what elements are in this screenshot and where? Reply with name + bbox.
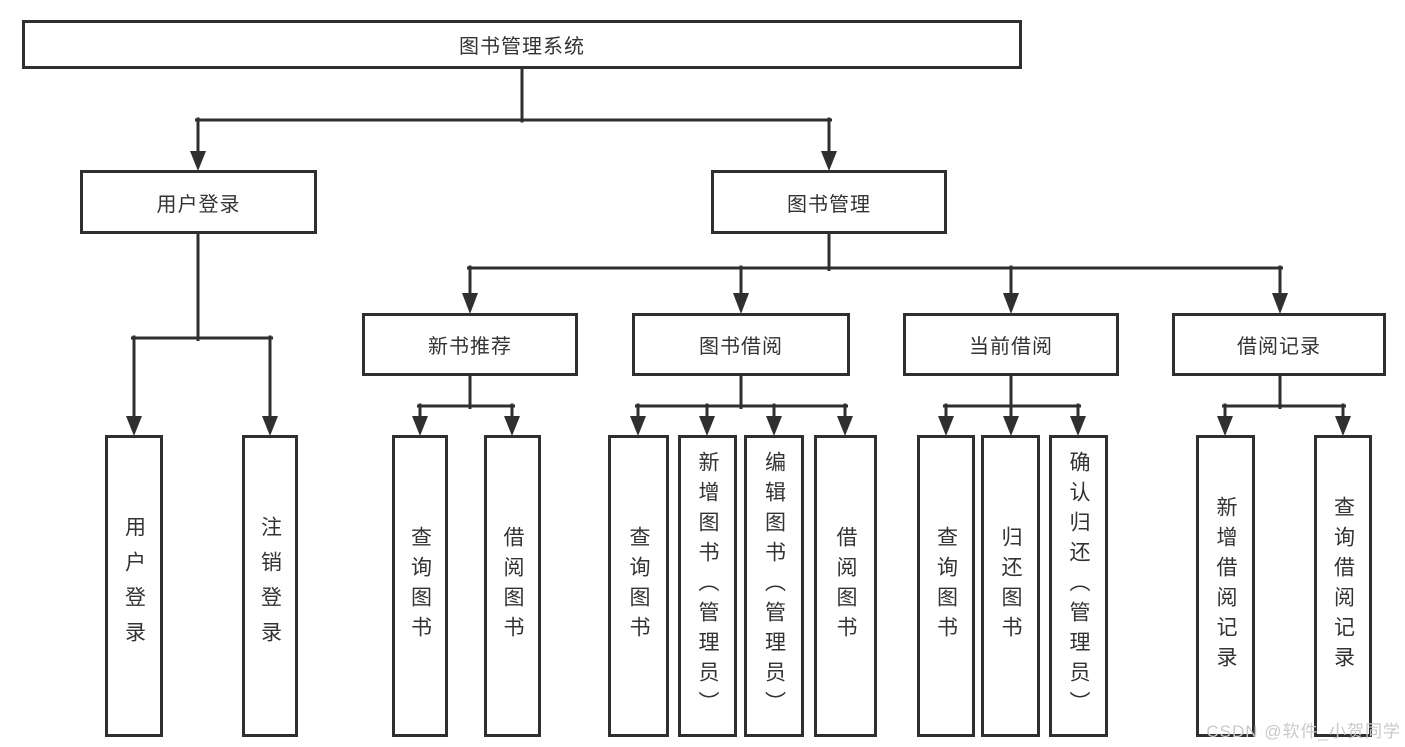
leaf-borrow-query-books: 查询图书 [608,435,669,737]
watermark: CSDN @软件_小贺同学 [1206,722,1401,741]
node-root: 图书管理系统 [22,20,1022,69]
arrowhead-leaf-logout [262,416,278,436]
arrowhead-borrow-add-books [699,416,715,436]
connector-book-management-group [467,233,1283,296]
arrowhead-current-confirm-return [1070,416,1086,436]
leaf-records-query-record-label: 查询借阅记录 [1331,496,1355,676]
arrowhead-book-management [821,151,837,171]
arrowhead-records-query-record [1335,416,1351,436]
leaf-recommend-query-books: 查询图书 [392,435,448,737]
leaf-logout-label: 注销登录 [258,516,282,656]
leaf-borrow-edit-books-admin-label: 编辑图书（管理员） [762,451,786,721]
leaf-records-query-record: 查询借阅记录 [1314,435,1372,737]
connector-borrowing-group [635,375,848,419]
arrowhead-records-add-record [1217,416,1233,436]
leaf-current-confirm-return-admin: 确认归还（管理员） [1049,435,1108,737]
arrowhead-borrowing-records [1272,293,1288,314]
leaf-current-return-books: 归还图书 [981,435,1040,737]
leaf-borrow-query-books-label: 查询图书 [627,526,650,646]
connector-recommendation-group [417,375,515,419]
leaf-borrow-borrow-books: 借阅图书 [814,435,877,737]
leaf-current-query-books: 查询图书 [917,435,975,737]
arrowhead-book-borrowing [733,293,749,314]
leaf-borrow-edit-books-admin: 编辑图书（管理员） [744,435,804,737]
node-current-borrowing-label: 当前借阅 [969,336,1053,358]
leaf-recommend-borrow-books: 借阅图书 [484,435,541,737]
connector-user-login-group [131,233,273,419]
connector-records-group [1222,375,1346,419]
arrowhead-leaf-user-login [126,416,142,436]
arrowhead-recommend-query-books [412,416,428,436]
arrowhead-user-login [190,151,206,171]
leaf-borrow-borrow-books-label: 借阅图书 [834,526,857,646]
node-new-book-recommendation: 新书推荐 [362,313,578,376]
arrowhead-current-query-books [938,416,954,436]
arrowhead-borrow-edit-books [766,416,782,436]
leaf-borrow-add-books-admin-label: 新增图书（管理员） [696,451,719,721]
node-borrowing-records: 借阅记录 [1172,313,1386,376]
node-new-book-recommendation-label: 新书推荐 [428,336,512,358]
leaf-records-add-record-label: 新增借阅记录 [1214,496,1237,676]
node-book-management-label: 图书管理 [787,193,871,216]
node-current-borrowing: 当前借阅 [903,313,1119,376]
arrowhead-borrow-query-books [630,416,646,436]
node-book-borrowing: 图书借阅 [632,313,850,376]
leaf-recommend-borrow-books-label: 借阅图书 [501,526,524,646]
leaf-current-return-books-label: 归还图书 [999,526,1022,646]
leaf-recommend-query-books-label: 查询图书 [408,526,432,646]
leaf-current-confirm-return-admin-label: 确认归还（管理员） [1067,451,1090,721]
node-book-management: 图书管理 [711,170,947,234]
leaf-current-query-books-label: 查询图书 [934,526,958,646]
node-user-login: 用户登录 [80,170,317,234]
node-user-login-label: 用户登录 [156,193,241,216]
arrowhead-current-return-books [1003,416,1019,436]
connector-current-group [943,375,1081,419]
arrowhead-recommend-borrow-books [504,416,520,436]
arrowhead-new-book-recommendation [462,293,478,314]
arrowhead-borrow-borrow-books [837,416,853,436]
node-book-borrowing-label: 图书借阅 [699,336,783,358]
node-borrowing-records-label: 借阅记录 [1237,336,1321,358]
leaf-records-add-record: 新增借阅记录 [1196,435,1255,737]
node-root-label: 图书管理系统 [459,36,585,58]
leaf-logout: 注销登录 [242,435,298,737]
arrowhead-current-borrowing [1003,293,1019,314]
connector-root-to-level2 [195,67,832,154]
leaf-user-login: 用户登录 [105,435,163,737]
leaf-user-login-label: 用户登录 [122,516,146,656]
leaf-borrow-add-books-admin: 新增图书（管理员） [678,435,737,737]
